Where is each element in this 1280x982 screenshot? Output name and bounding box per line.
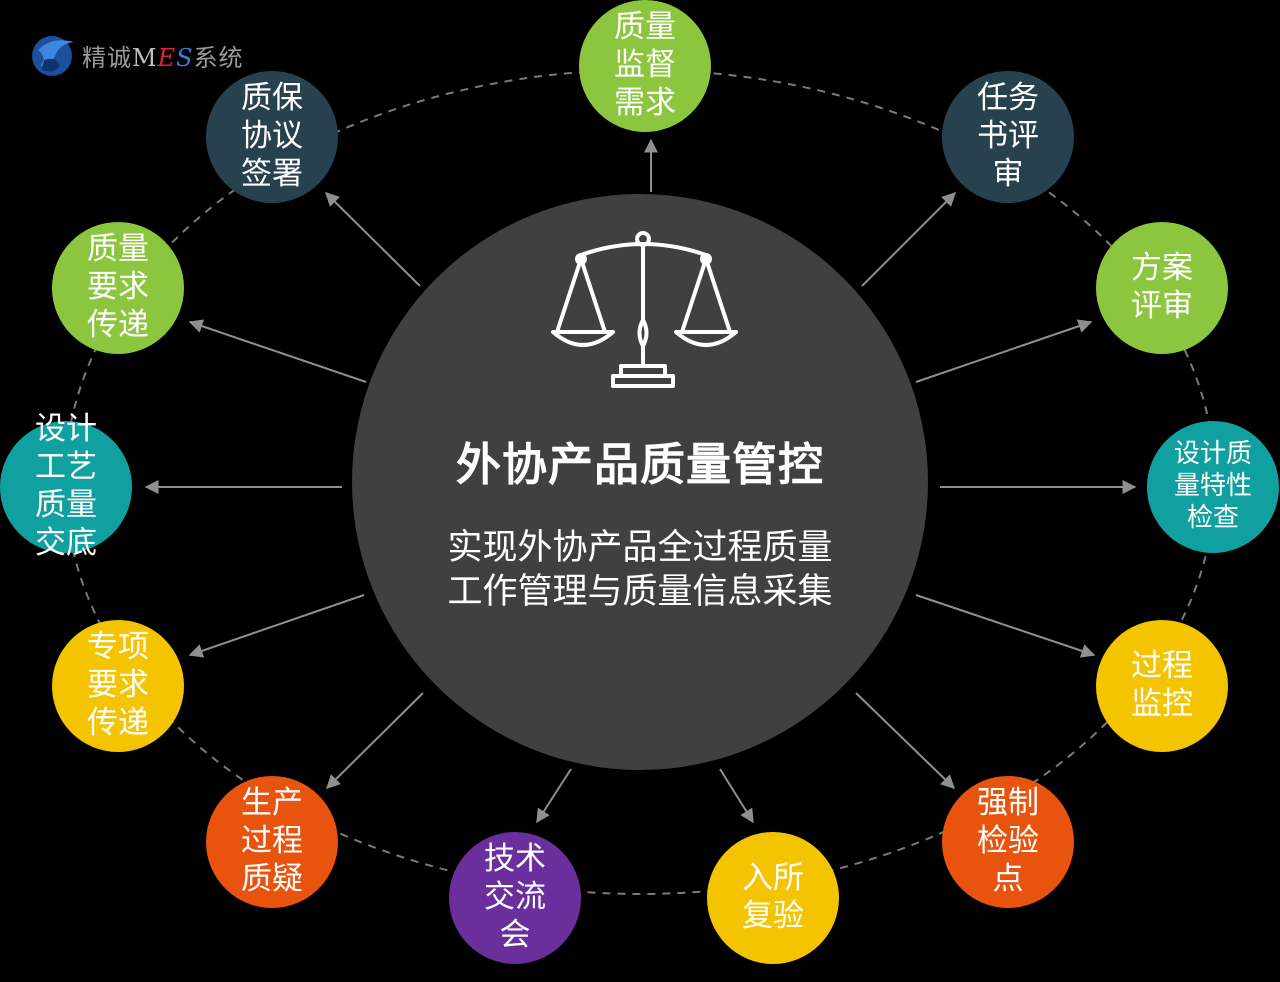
node-quality-requirement-transfer: 质量 要求 传递 <box>52 222 184 354</box>
node-label: 质量 监督 需求 <box>614 9 676 121</box>
arrow-to-quality-requirement-transfer <box>188 319 367 383</box>
node-task-book-review: 任务 书评 审 <box>942 71 1074 203</box>
node-label: 过程 监控 <box>1131 648 1193 722</box>
node-label: 设计 工艺 质量 交底 <box>35 411 97 561</box>
node-label: 生产 过程 质疑 <box>241 785 303 897</box>
node-label: 任务 书评 审 <box>977 80 1039 192</box>
node-plan-review: 方案 评审 <box>1096 222 1228 354</box>
node-label: 质量 要求 传递 <box>87 231 149 343</box>
arrow-to-special-requirement-transfer <box>188 594 365 658</box>
node-label: 质保 协议 签署 <box>241 80 303 192</box>
node-production-process-query: 生产 过程 质疑 <box>206 776 338 908</box>
brand-name: 精诚MES系统 <box>82 43 244 72</box>
node-incoming-reinspection: 入所 复验 <box>707 832 839 964</box>
arrow-to-production-process-query <box>326 692 424 789</box>
balance-scale-icon <box>551 231 738 388</box>
arrow-to-mandatory-inspection-point <box>855 692 956 789</box>
node-special-requirement-transfer: 专项 要求 传递 <box>52 620 184 752</box>
node-label: 方案 评审 <box>1131 250 1193 324</box>
node-process-monitoring: 过程 监控 <box>1096 620 1228 752</box>
node-mandatory-inspection-point: 强制 检验 点 <box>942 776 1074 908</box>
node-technical-exchange: 技术 交流 会 <box>449 832 581 964</box>
node-label: 专项 要求 传递 <box>87 629 149 741</box>
node-quality-assurance-agreement: 质保 协议 签署 <box>206 71 338 203</box>
logo-icon <box>32 36 74 76</box>
arrow-to-process-monitoring <box>915 594 1096 658</box>
arrow-to-plan-review <box>915 319 1093 383</box>
arrow-to-task-book-review <box>861 192 956 287</box>
brand-logo: 精诚MES系统 <box>30 30 244 80</box>
node-design-quality-inspection: 设计质 量特性 检查 <box>1147 421 1279 553</box>
node-label: 技术 交流 会 <box>484 841 546 953</box>
node-design-process-quality-handover: 设计 工艺 质量 交底 <box>0 411 132 561</box>
hub-subtitle: 实现外协产品全过程质量 工作管理与质量信息采集 <box>447 528 833 612</box>
node-label: 强制 检验 点 <box>977 785 1039 897</box>
arrow-to-quality-assurance-agreement <box>325 192 421 287</box>
hub-circle <box>352 194 928 770</box>
arrow-to-technical-exchange <box>536 768 572 824</box>
node-label: 设计质 量特性 检查 <box>1173 439 1252 533</box>
node-quality-supervision-demand: 质量 监督 需求 <box>579 0 711 132</box>
hub-title: 外协产品质量管控 <box>455 438 824 491</box>
node-label: 入所 复验 <box>742 860 804 934</box>
arrow-to-incoming-reinspection <box>719 768 754 824</box>
